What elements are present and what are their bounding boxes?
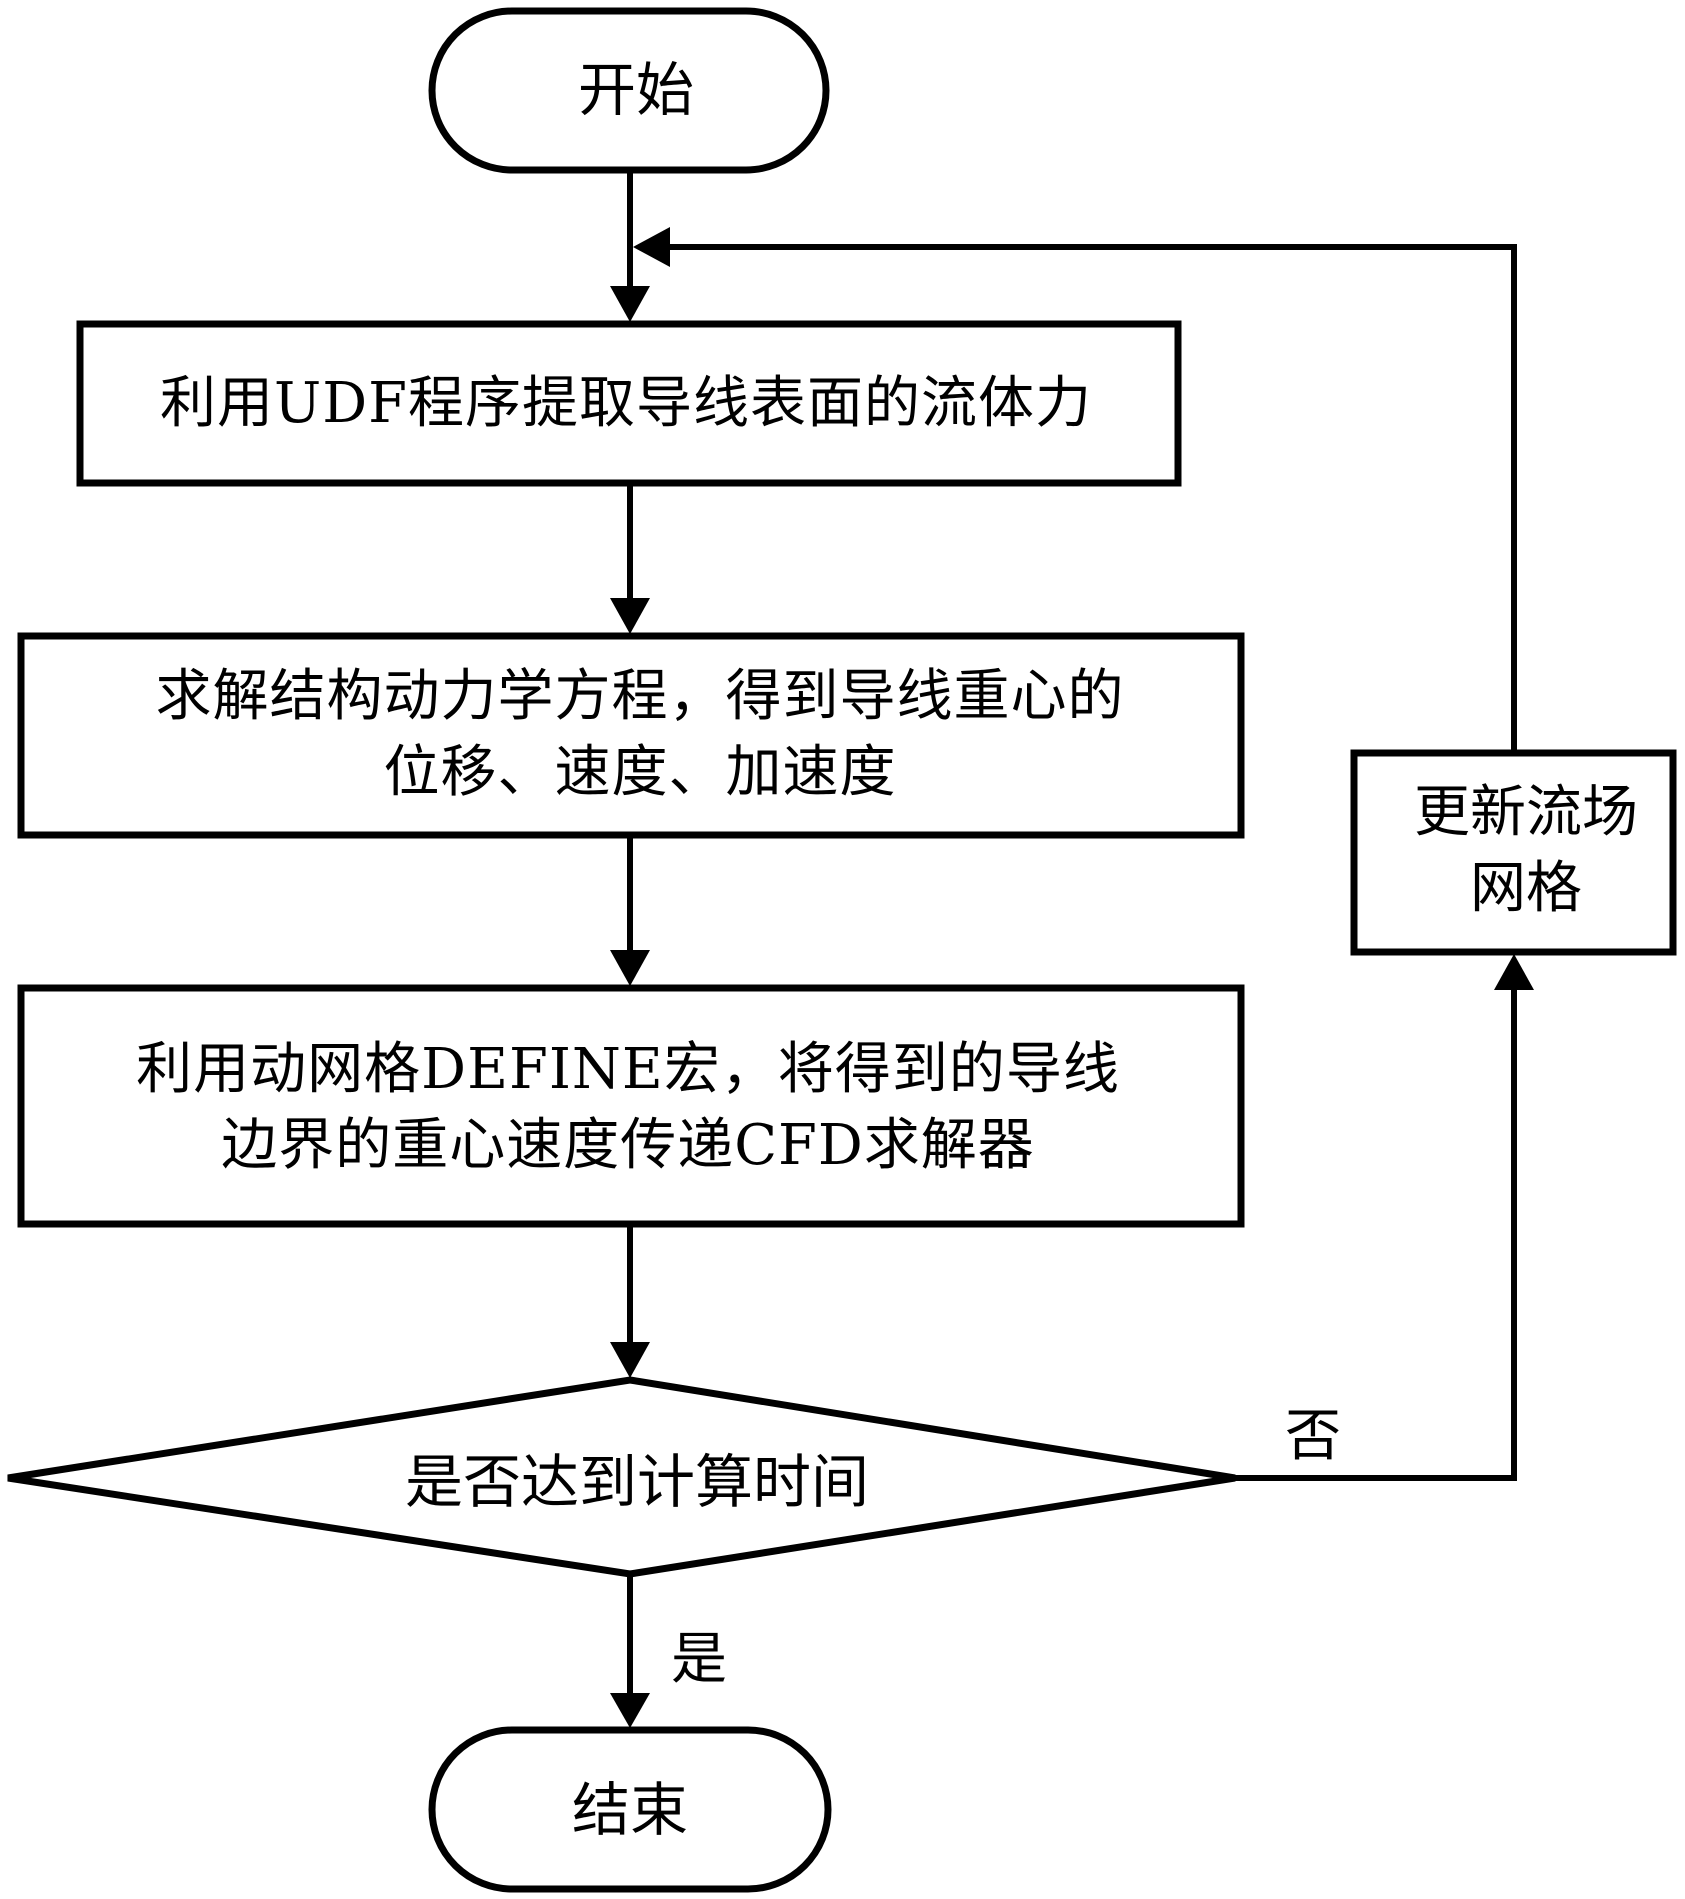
- process-update-mesh: [1350, 749, 1677, 956]
- edge-label-yes: 是: [671, 1627, 727, 1692]
- edge-decision-to-update: [1232, 989, 1517, 1481]
- pass-velocity-label: 利用动网格DEFINE宏，将得到的导线 边界的重心速度传递CFD求解器: [136, 1032, 1120, 1184]
- pass-velocity-line-2: 边界的重心速度传递CFD求解器: [221, 1113, 1035, 1178]
- edge-label-no: 否: [1285, 1404, 1341, 1469]
- process-solve-dynamics: [17, 632, 1245, 839]
- arrowhead-into-end: [610, 1693, 650, 1728]
- pass-velocity-line-1: 利用动网格DEFINE宏，将得到的导线: [136, 1037, 1120, 1102]
- end-terminal: [428, 1726, 832, 1893]
- arrowhead-into-update: [1494, 954, 1534, 990]
- solve-dynamics-label: 求解结构动力学方程，得到导线重心的 位移、速度、加速度: [156, 659, 1125, 811]
- solve-dynamics-line-1: 求解结构动力学方程，得到导线重心的: [155, 664, 1125, 729]
- arrowhead-into-solve: [610, 598, 650, 634]
- solve-dynamics-line-2: 位移、速度、加速度: [383, 740, 897, 805]
- process-pass-velocity: [17, 984, 1245, 1228]
- end-terminal-label: 结束: [571, 1776, 689, 1844]
- arrowhead-into-extract: [610, 286, 650, 322]
- arrowhead-into-decision: [610, 1342, 650, 1378]
- extract-force-label: 利用UDF程序提取导线表面的流体力: [160, 371, 1092, 436]
- process-extract-force: [76, 320, 1182, 487]
- start-terminal-label: 开始: [577, 56, 695, 124]
- arrowhead-into-pass: [610, 950, 650, 986]
- update-mesh-line-1: 更新流场: [1414, 780, 1638, 845]
- arrowhead-feedback-left: [633, 227, 670, 267]
- update-mesh-label: 更新流场 网格: [1414, 775, 1638, 927]
- update-mesh-line-2: 网格: [1470, 856, 1582, 921]
- decision-label: 是否达到计算时间: [404, 1448, 870, 1516]
